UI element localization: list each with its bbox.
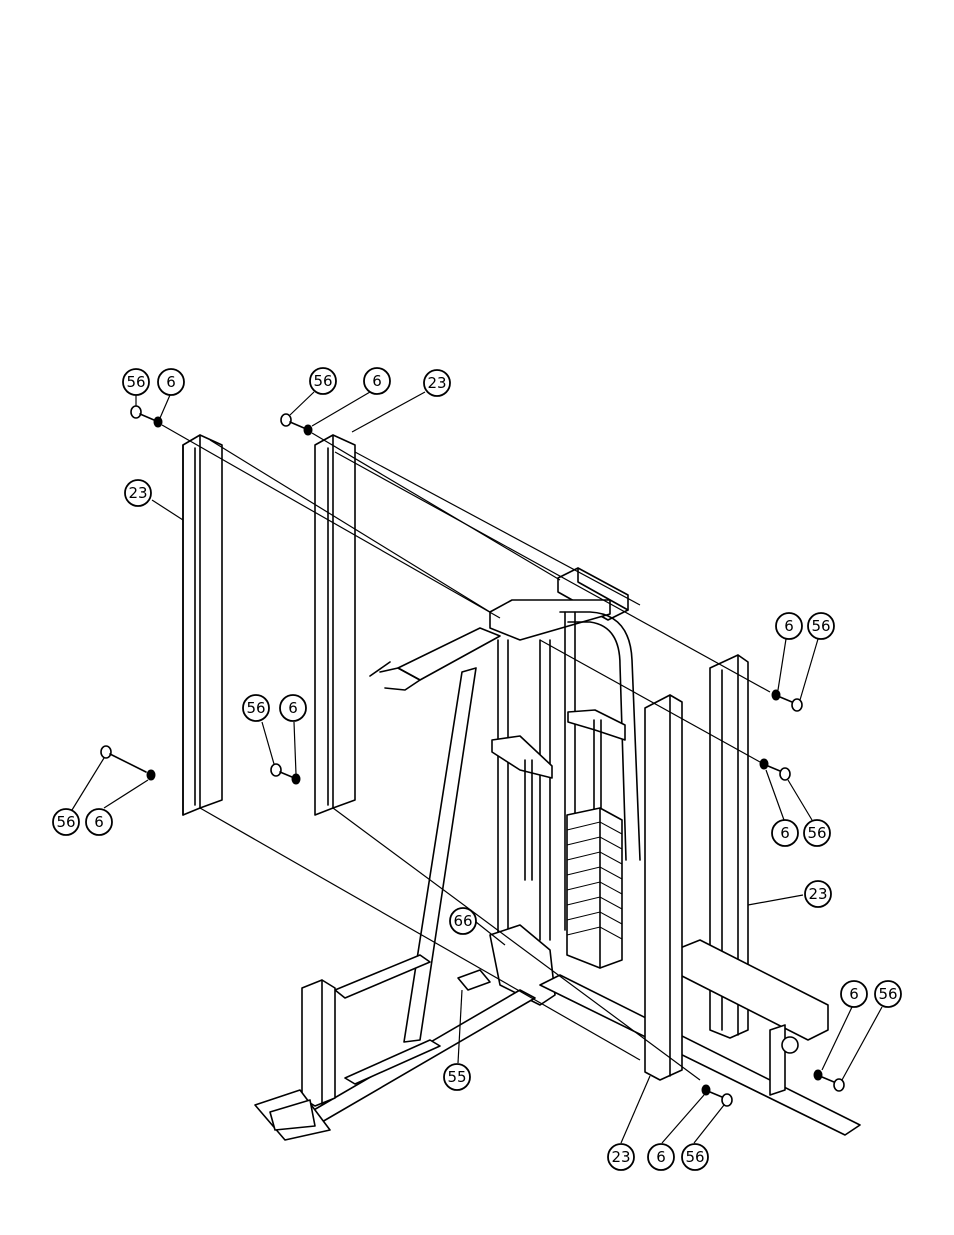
callout-washer-6: 6 [841, 981, 867, 1007]
callout-label: 56 [126, 373, 145, 391]
washer-6-h [702, 1085, 710, 1095]
bolt-56-g [822, 1077, 844, 1091]
shroud-left-inner [315, 435, 355, 815]
callout-bolt-56: 56 [804, 820, 830, 846]
callout-label: 23 [611, 1148, 630, 1166]
callout-washer-6: 6 [648, 1144, 674, 1170]
callout-part-55: 55 [444, 1064, 470, 1090]
callout-label: 56 [878, 985, 897, 1003]
callout-label: 6 [288, 699, 298, 717]
callout-washer-6: 6 [364, 368, 390, 394]
callout-label: 55 [447, 1068, 466, 1086]
bolt-56-e [101, 746, 146, 772]
callout-label: 6 [780, 824, 790, 842]
washer-6-a [154, 417, 162, 427]
callout-label: 23 [808, 885, 827, 903]
callout-shroud-23: 23 [805, 881, 831, 907]
shroud-right-front [645, 695, 682, 1080]
washer-6-b [304, 425, 312, 435]
callout-bolt-56: 56 [310, 368, 336, 394]
callout-bolt-56: 56 [123, 369, 149, 395]
callout-label: 66 [453, 912, 472, 930]
callout-part-66: 66 [450, 908, 476, 934]
shroud-left-outer [183, 435, 222, 815]
callout-bolt-56: 56 [875, 981, 901, 1007]
callout-label: 6 [94, 813, 104, 831]
callout-label: 6 [372, 372, 382, 390]
callout-label: 6 [166, 373, 176, 391]
callout-label: 23 [427, 374, 446, 392]
bolt-56-h [710, 1092, 732, 1106]
bolt-56-a [131, 406, 154, 420]
washer-6-g [814, 1070, 822, 1080]
callout-washer-6: 6 [86, 809, 112, 835]
callout-washer-6: 6 [158, 369, 184, 395]
callout-label: 56 [313, 372, 332, 390]
callout-label: 56 [56, 813, 75, 831]
washer-6-e [147, 770, 155, 780]
callout-label: 56 [807, 824, 826, 842]
callout-label: 6 [849, 985, 859, 1003]
callout-bolt-56: 56 [53, 809, 79, 835]
callout-label: 6 [656, 1148, 666, 1166]
callout-label: 56 [685, 1148, 704, 1166]
callout-washer-6: 6 [776, 613, 802, 639]
bolt-56-c [780, 697, 802, 711]
washer-6-d [292, 774, 300, 784]
bolt-56-b [281, 414, 304, 428]
callout-label: 23 [128, 484, 147, 502]
callout-label: 6 [784, 617, 794, 635]
callout-label: 56 [246, 699, 265, 717]
callout-shroud-23: 23 [424, 370, 450, 396]
callout-label: 56 [811, 617, 830, 635]
callout-bolt-56: 56 [243, 695, 269, 721]
washer-6-c [772, 690, 780, 700]
bolt-56-d [271, 764, 292, 777]
washer-6-f [760, 759, 768, 769]
callout-shroud-23: 23 [125, 480, 151, 506]
callout-washer-6: 6 [772, 820, 798, 846]
callout-bolt-56: 56 [682, 1144, 708, 1170]
callout-washer-6: 6 [280, 695, 306, 721]
callout-shroud-23: 23 [608, 1144, 634, 1170]
callout-bolt-56: 56 [808, 613, 834, 639]
bolt-56-f [768, 766, 790, 780]
